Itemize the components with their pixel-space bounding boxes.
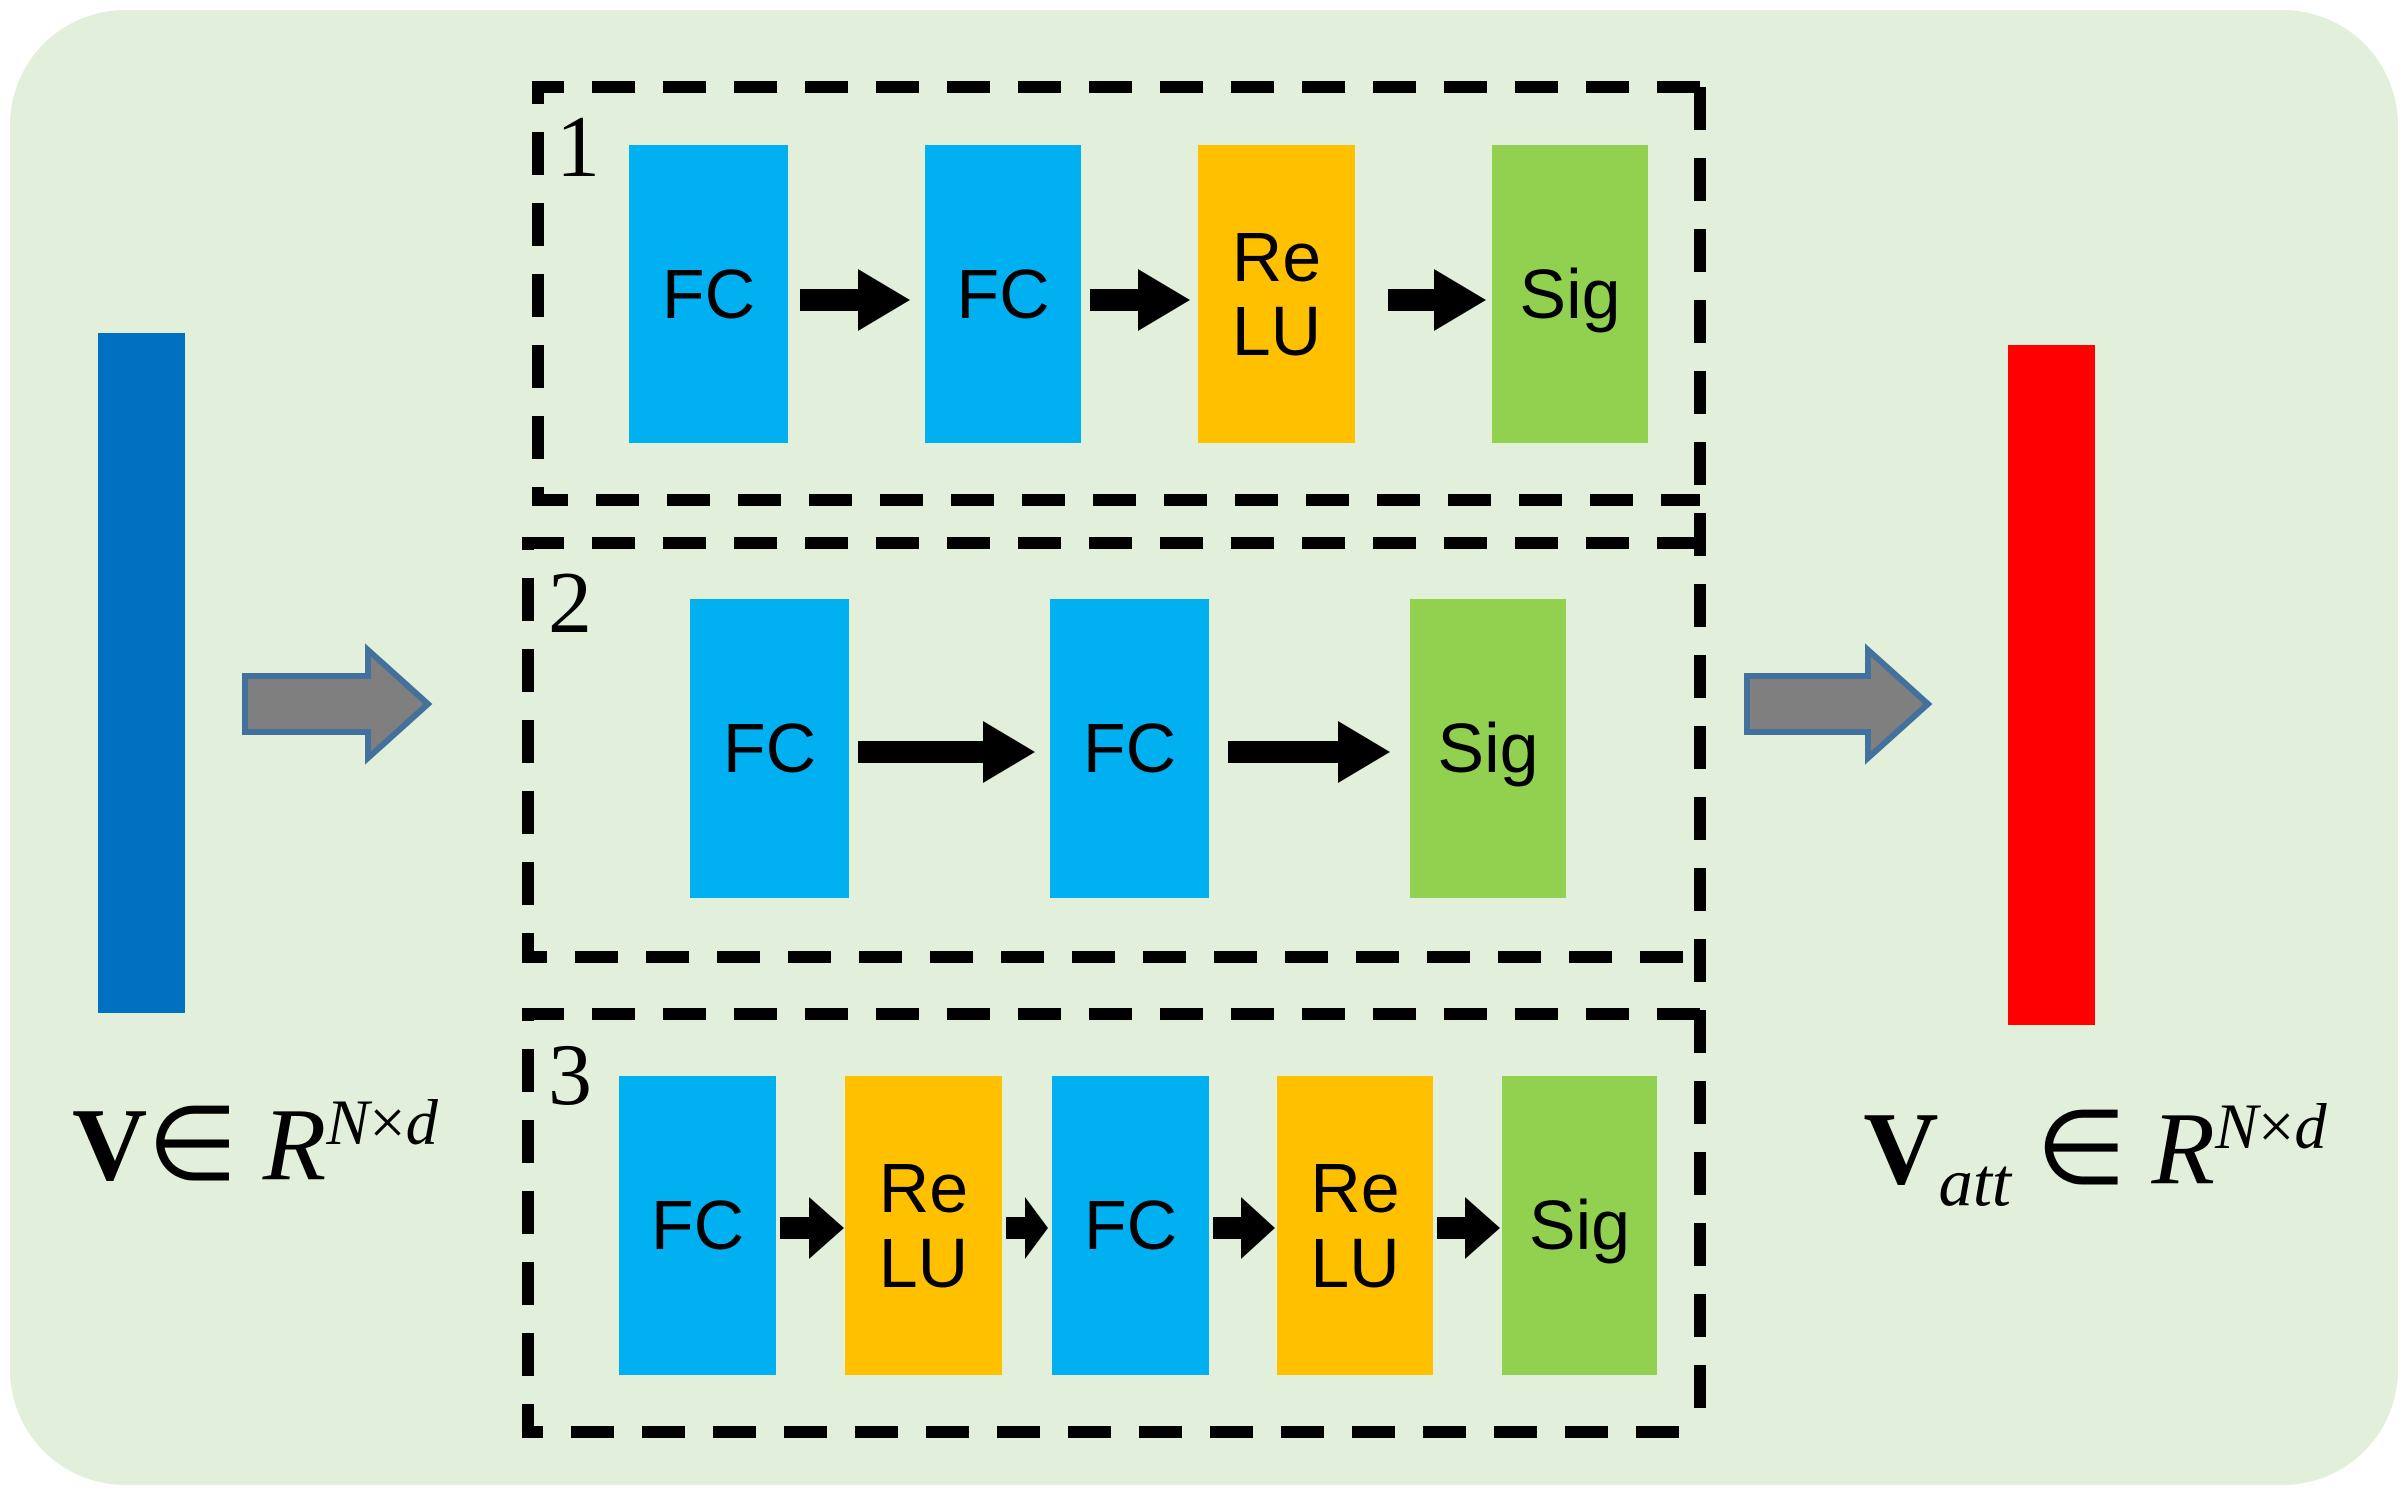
flow-arrow-icon [780,1197,844,1259]
flow-arrow-icon [1228,721,1390,783]
sig-block: Sig [1502,1076,1657,1375]
fc-block: FC [1052,1076,1209,1375]
flow-arrow-icon [800,269,910,331]
module-3-number: 3 [548,1027,592,1124]
module-2-number: 2 [548,555,592,652]
flow-arrow-icon [1090,269,1190,331]
module-1-outline [532,81,1700,506]
sig-block: Sig [1410,599,1566,898]
input-gray-arrow-icon [242,643,433,765]
fc-block: FC [690,599,849,898]
flow-arrow-icon [1006,1197,1048,1259]
flow-arrows-group [780,269,1500,1259]
flow-arrow-icon [1388,269,1486,331]
fc-block: FC [619,1076,776,1375]
fc-block: FC [629,145,788,443]
flow-arrow-icon [1437,1197,1500,1259]
sig-block: Sig [1492,145,1648,443]
output-feature-bar [2008,345,2095,1025]
module-2-outline [522,537,1700,963]
output-gray-arrow-icon [1744,643,1933,765]
module-3-outline [522,1008,1700,1438]
output-matrix-label: Vatt∈RN×d [1863,1091,2327,1221]
module-1-number: 1 [556,99,600,196]
fc-block: FC [1050,599,1209,898]
flow-arrow-icon [1213,1197,1275,1259]
flow-arrow-icon [858,721,1035,783]
fc-block: FC [925,145,1081,443]
input-matrix-label: V∈RN×d [72,1087,438,1203]
input-feature-bar [98,333,185,1013]
